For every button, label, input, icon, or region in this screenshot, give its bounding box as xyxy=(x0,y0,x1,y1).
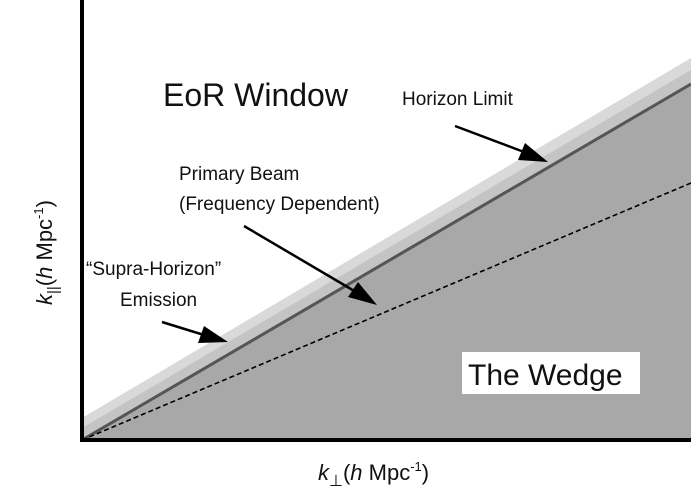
y-axis-unit: Mpc xyxy=(32,219,57,267)
horizon-limit-arrow xyxy=(454,124,525,154)
x-axis-k: k xyxy=(318,460,330,485)
supra-horizon-arrowhead xyxy=(198,326,228,343)
supra-horizon-inner-band xyxy=(82,70,691,440)
x-axis-exponent: -1 xyxy=(410,459,422,474)
primary-beam-line xyxy=(81,182,691,441)
supra-horizon-label-line1: “Supra-Horizon” xyxy=(86,259,221,280)
primary-beam-label-line2: (Frequency Dependent) xyxy=(179,194,380,215)
primary-beam-arrowhead xyxy=(348,282,377,305)
horizon-limit-line xyxy=(81,82,691,442)
y-axis-exponent: -1 xyxy=(31,207,46,219)
x-axis-unit: Mpc xyxy=(363,460,411,485)
horizon-limit-arrowhead xyxy=(518,143,548,162)
y-axis-h: h xyxy=(32,267,57,279)
supra-horizon-arrow xyxy=(161,320,205,337)
y-axis-close-paren: ) xyxy=(32,200,57,207)
wedge-label: The Wedge xyxy=(468,359,623,392)
y-axis-label: k||(h Mpc-1) xyxy=(31,200,62,305)
x-axis-h: h xyxy=(350,460,362,485)
primary-beam-arrow xyxy=(243,224,357,294)
supra-horizon-label-line2: Emission xyxy=(120,290,197,311)
y-axis-open-paren: ( xyxy=(32,278,57,286)
eor-window-label: EoR Window xyxy=(163,77,349,113)
wedge-label-background xyxy=(462,352,640,394)
horizon-limit-label: Horizon Limit xyxy=(402,89,514,110)
primary-beam-label-line1: Primary Beam xyxy=(179,164,299,185)
y-axis-subscript: || xyxy=(45,286,62,294)
y-axis-k: k xyxy=(32,293,57,305)
x-axis-label: k⊥(h Mpc-1) xyxy=(318,459,429,490)
x-axis-open-paren: ( xyxy=(343,460,351,485)
x-axis-subscript: ⊥ xyxy=(329,473,343,490)
x-axis-close-paren: ) xyxy=(422,460,429,485)
